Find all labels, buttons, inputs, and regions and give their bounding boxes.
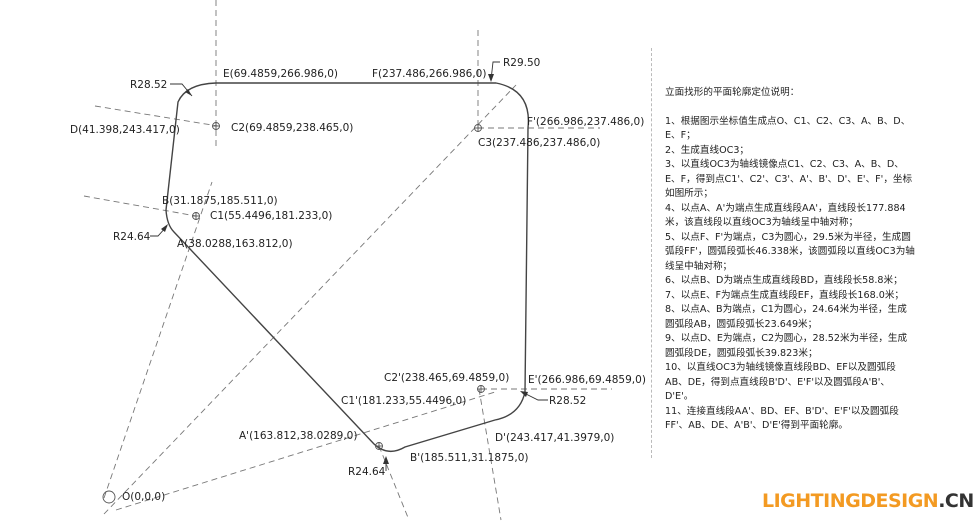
notes-panel: 立面找形的平面轮廓定位说明： 1、根据图示坐标值生成点O、C1、C2、C3、A、…	[665, 86, 915, 434]
logo-suffix: .CN	[938, 490, 974, 512]
notes-step: 5、以点F、F'为端点，C3为圆心，29.5米为半径，生成圆弧段FF'，圆弧段弧…	[665, 231, 915, 272]
notes-step: 8、以点A、B为端点，C1为圆心，24.64米为半径，生成圆弧段AB，圆弧段弧长…	[665, 304, 907, 330]
label-point-b: B(31.1875,185.511,0)	[162, 195, 278, 207]
label-point-bp: B'(185.511,31.1875,0)	[410, 452, 528, 464]
axis-line-oc3	[103, 84, 517, 515]
notes-step: 4、以点A、A'为端点生成直线段AA'，直线段长177.884米，该直线段以直线…	[665, 202, 906, 229]
construction-lines	[83, 0, 612, 521]
label-point-o: O(0,0,0)	[122, 491, 165, 503]
label-point-c2: C2(69.4859,238.465,0)	[231, 122, 353, 134]
coordinate-labels: E(69.4859,266.986,0) F(237.486,266.986,0…	[70, 57, 646, 503]
construction-line-o-c1p	[115, 391, 496, 511]
label-point-ep: E'(266.986,69.4859,0)	[528, 374, 646, 386]
site-logo: LIGHTINGDESIGN.CN	[762, 490, 974, 512]
label-point-dp: D'(243.417,41.3979,0)	[495, 432, 614, 444]
radius-leaders	[150, 61, 548, 471]
column-divider	[651, 48, 652, 458]
construction-line-o-c1	[103, 181, 213, 499]
plan-outline	[165, 82, 530, 452]
label-radius-r2852-bottom: R28.52	[549, 395, 586, 407]
arrow-r2852-top	[185, 89, 192, 96]
label-point-ap: A'(163.812,38.0289,0)	[239, 430, 357, 442]
notes-step: 7、以点E、F为端点生成直线段EF，直线段长168.0米；	[665, 289, 905, 301]
label-radius-r2950: R29.50	[503, 57, 540, 69]
label-point-c1: C1(55.4496,181.233,0)	[210, 210, 332, 222]
label-point-c2p: C2'(238.465,69.4859,0)	[384, 372, 509, 384]
center-marks	[102, 122, 485, 504]
construction-line-c2-d	[94, 105, 219, 127]
label-point-f: F(237.486,266.986,0)	[372, 68, 486, 80]
arrow-r2464-bottom	[383, 456, 389, 464]
construction-line-c1p-bp	[378, 445, 410, 521]
arrow-r2950	[488, 74, 494, 82]
notes-step: 6、以点B、D为端点生成直线段BD，直线段长58.8米；	[665, 275, 903, 286]
notes-step: 11、连接直线段AA'、BD、EF、B'D'、E'F'以及圆弧段FF'、AB、D…	[665, 405, 899, 432]
label-point-e: E(69.4859,266.986,0)	[223, 68, 338, 80]
outline-drawing: E(69.4859,266.986,0) F(237.486,266.986,0…	[70, 0, 646, 521]
construction-line-c1-b	[83, 195, 197, 217]
construction-line-c2p-dp	[478, 388, 502, 521]
label-point-a: A(38.0288,163.812,0)	[177, 238, 293, 250]
leader-r2852-bottom	[521, 391, 548, 401]
label-radius-r2464-left: R24.64	[113, 231, 151, 243]
label-point-d: D(41.398,243.417,0)	[70, 124, 180, 136]
label-radius-r2464-bottom: R24.64	[348, 466, 386, 478]
label-point-c3: C3(237.486,237.486,0)	[478, 137, 600, 149]
notes-step: 1、根据图示坐标值生成点O、C1、C2、C3、A、B、D、E、F；	[665, 115, 911, 142]
notes-step: 9、以点D、E为端点，C2为圆心，28.52米为半径，生成圆弧段DE，圆弧段弧长…	[665, 333, 908, 359]
origin-mark-o	[102, 490, 116, 504]
notes-step: 2、生成直线OC3；	[665, 144, 750, 156]
arrow-r2852-bottom	[520, 391, 528, 397]
notes-step: 10、以直线OC3为轴线镜像直线段BD、EF以及圆弧段AB、DE，得到点直线段B…	[665, 362, 896, 402]
arrow-r2464-left	[161, 224, 168, 232]
notes-step: 3、以直线OC3为轴线镜像点C1、C2、C3、A、B、D、E、F，得到点C1'、…	[665, 159, 913, 199]
logo-text: LIGHTINGDESIGN	[762, 490, 939, 512]
label-point-fp: F'(266.986,237.486,0)	[527, 116, 644, 128]
label-radius-r2852-top: R28.52	[130, 79, 167, 91]
label-point-c1p: C1'(181.233,55.4496,0)	[341, 395, 466, 407]
notes-title: 立面找形的平面轮廓定位说明：	[665, 87, 800, 98]
